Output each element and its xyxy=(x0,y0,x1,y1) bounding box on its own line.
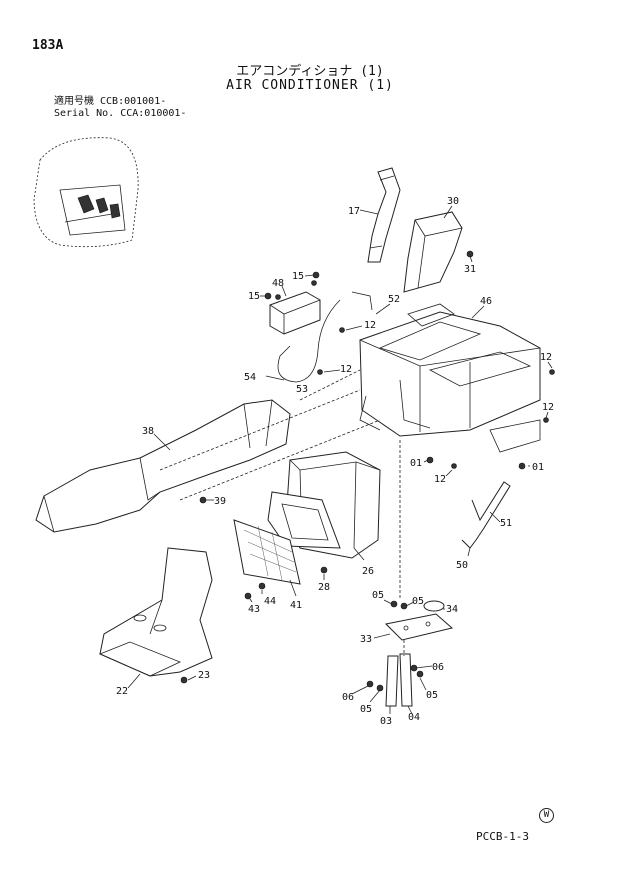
label-22: 22 xyxy=(116,686,128,697)
label-15a: 15 xyxy=(292,271,304,282)
label-50: 50 xyxy=(456,560,468,571)
watermark-icon: W xyxy=(539,808,554,823)
filter-44 xyxy=(233,519,301,585)
leader-lines xyxy=(159,369,405,656)
duct-22 xyxy=(98,547,213,677)
bolt-01b-icon xyxy=(518,462,526,470)
bolt-28-icon xyxy=(320,566,328,574)
label-30: 30 xyxy=(447,196,459,207)
label-51: 51 xyxy=(500,518,512,529)
label-53: 53 xyxy=(296,384,308,395)
label-12e: 12 xyxy=(434,474,446,485)
label-05b: 05 xyxy=(412,596,424,607)
label-54: 54 xyxy=(244,372,256,383)
label-12a: 12 xyxy=(364,320,376,331)
label-01b: 01 xyxy=(532,462,544,473)
label-52: 52 xyxy=(388,294,400,305)
screw-43-icon xyxy=(244,592,252,600)
label-48: 48 xyxy=(272,278,284,289)
label-33: 33 xyxy=(360,634,372,645)
harness-53 xyxy=(277,299,341,383)
bolt-39-icon xyxy=(199,496,207,504)
grommet-34 xyxy=(423,600,445,612)
screw-12a-icon xyxy=(339,327,345,333)
label-38: 38 xyxy=(142,426,154,437)
harness-connector xyxy=(351,291,373,311)
label-06b: 06 xyxy=(432,662,444,673)
duct-17 xyxy=(367,167,401,263)
aircon-unit-46 xyxy=(359,303,541,453)
screw-12c-icon xyxy=(549,369,555,375)
hoses-03-04 xyxy=(366,653,424,707)
serial-block: 適用号機 CCB:001001- Serial No. CCA:010001- xyxy=(54,96,186,120)
label-12b: 12 xyxy=(340,364,352,375)
leader-solid xyxy=(127,205,553,715)
bolt-01a-icon xyxy=(426,456,434,464)
serial-line-en: Serial No. CCA:010001- xyxy=(54,108,187,119)
label-17: 17 xyxy=(348,206,360,217)
label-01a: 01 xyxy=(410,458,422,469)
label-34: 34 xyxy=(446,604,458,615)
label-31: 31 xyxy=(464,264,476,275)
clamp-05a-icon xyxy=(390,600,398,608)
screw-12b-icon xyxy=(317,369,323,375)
duct-38 xyxy=(35,399,291,533)
machine-thumbnail xyxy=(33,137,139,248)
label-43: 43 xyxy=(248,604,260,615)
label-12d: 12 xyxy=(542,402,554,413)
label-06a: 06 xyxy=(342,692,354,703)
screw-12d-icon xyxy=(543,417,549,423)
label-39: 39 xyxy=(214,496,226,507)
label-44: 44 xyxy=(264,596,276,607)
screw-12e-icon xyxy=(451,463,457,469)
label-23: 23 xyxy=(198,670,210,681)
label-05a: 05 xyxy=(372,590,384,601)
label-04: 04 xyxy=(408,712,420,723)
serial-line-jp: 適用号機 CCB:001001- xyxy=(54,96,167,107)
clamp-05b-icon xyxy=(400,602,408,610)
footer-code: PCCB-1-3 xyxy=(476,830,529,843)
label-41: 41 xyxy=(290,600,302,611)
label-05d: 05 xyxy=(426,690,438,701)
label-12c: 12 xyxy=(540,352,552,363)
label-05c: 05 xyxy=(360,704,372,715)
filter-frame-41 xyxy=(267,491,341,549)
screw-44-icon xyxy=(258,582,266,590)
controller-48 xyxy=(269,280,321,335)
title-japanese: エアコンディショナ (1) xyxy=(236,64,384,79)
plate-33 xyxy=(384,613,454,641)
pipe-51 xyxy=(461,481,511,549)
duct-30 xyxy=(403,211,463,293)
label-15b: 15 xyxy=(248,291,260,302)
page-code: 183A xyxy=(32,38,64,53)
label-26: 26 xyxy=(362,566,374,577)
bolt-23-icon xyxy=(180,676,188,684)
label-28: 28 xyxy=(318,582,330,593)
title-english: AIR CONDITIONER (1) xyxy=(226,78,394,93)
label-46: 46 xyxy=(480,296,492,307)
label-03: 03 xyxy=(380,716,392,727)
